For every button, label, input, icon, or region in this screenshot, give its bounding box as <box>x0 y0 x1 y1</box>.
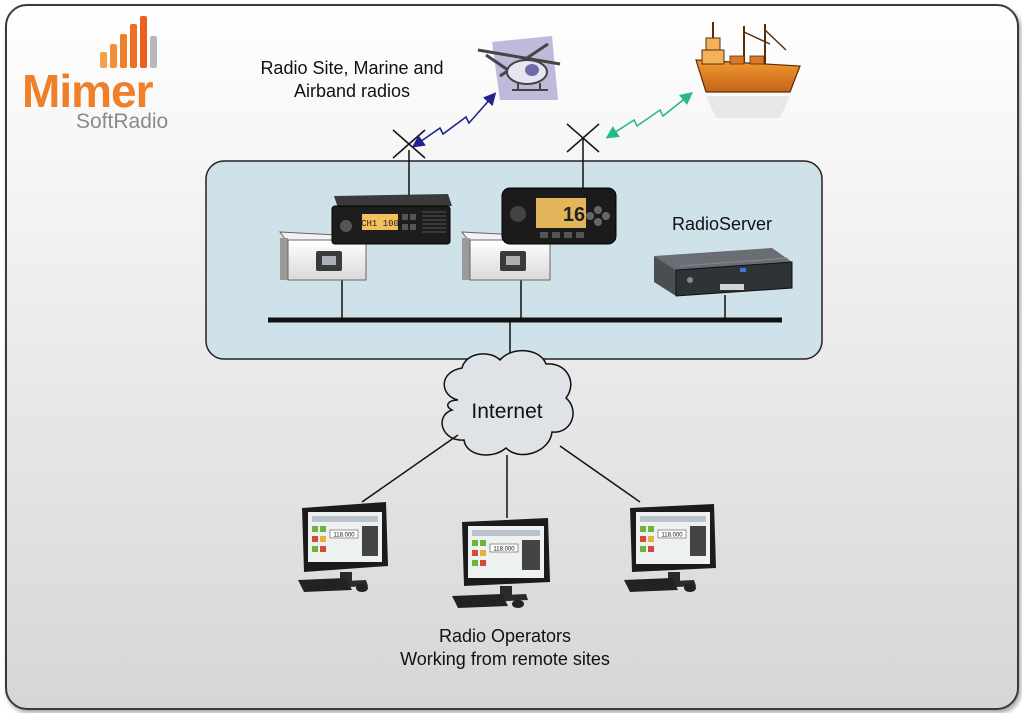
operator-workstation: 118.000 <box>624 504 716 592</box>
operator-workstation: 118.000 <box>452 518 550 608</box>
ship-icon <box>695 22 801 118</box>
airband-display: CH1 100 <box>361 219 399 229</box>
logo-bars-icon <box>100 16 157 68</box>
radio-site-label-line1: Radio Site, Marine and <box>260 58 444 78</box>
mouse-icon <box>684 584 696 592</box>
keyboard-icon <box>452 594 508 608</box>
antenna-icon <box>566 123 600 190</box>
operators-label-line2: Working from remote sites <box>400 649 610 669</box>
marine-radio-link <box>605 92 693 139</box>
helicopter-icon <box>477 36 561 100</box>
airband-radio-icon: CH1 100 <box>331 194 452 245</box>
mouse-icon <box>512 600 524 608</box>
operators-label: Radio Operators Working from remote site… <box>350 625 660 671</box>
radio-server-icon <box>654 248 793 297</box>
keyboard-icon <box>298 578 352 592</box>
logo-subtitle: SoftRadio <box>76 110 169 133</box>
logo-word: Mimer <box>22 65 153 117</box>
operator-frequency: 118.000 <box>493 547 515 553</box>
internet-cloud-icon <box>441 350 574 456</box>
internet-label: Internet <box>471 400 543 423</box>
radio-site-label-line2: Airband radios <box>293 81 411 101</box>
operator-frequency: 118.000 <box>661 533 683 539</box>
marine-radio-icon: 16 <box>501 187 617 245</box>
mouse-icon <box>356 584 368 592</box>
marine-display: 16 <box>563 204 585 226</box>
radio-site-label: Radio Site, Marine and Airband radios <box>238 57 466 103</box>
operator-workstation: 118.000 <box>298 502 388 592</box>
operator-frequency: 118.000 <box>333 533 355 539</box>
operators-label-line1: Radio Operators <box>438 626 572 646</box>
radio-server-label: RadioServer <box>671 214 773 234</box>
air-radio-link <box>411 92 497 148</box>
keyboard-icon <box>624 578 678 592</box>
